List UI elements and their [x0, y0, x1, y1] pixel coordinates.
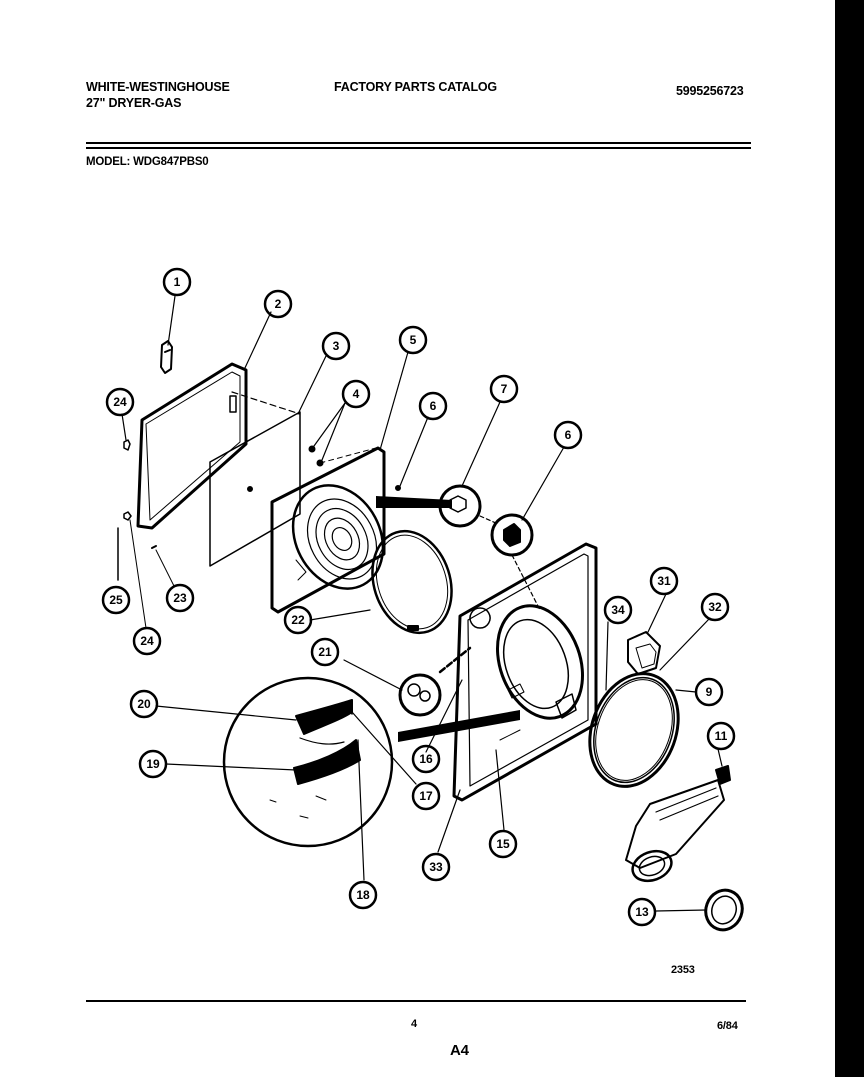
callout-11: 11 — [715, 729, 728, 743]
section-code: A4 — [450, 1042, 469, 1059]
callout-22: 22 — [291, 613, 305, 627]
part-door-gasket — [588, 672, 680, 788]
callout-19: 19 — [146, 757, 160, 771]
callout-34: 34 — [611, 603, 625, 617]
part-hinge-detail — [398, 673, 442, 717]
brand-name: WHITE-WESTINGHOUSE — [86, 80, 230, 94]
footer-rule — [86, 1000, 746, 1002]
callout-20: 20 — [137, 697, 151, 711]
part-clip-upper — [123, 439, 131, 451]
part-lint-duct — [625, 765, 731, 883]
callout-4: 4 — [353, 387, 360, 401]
model-label: MODEL: WDG847PBS0 — [86, 156, 209, 168]
callout-16: 16 — [419, 752, 433, 766]
callout-33: 33 — [429, 860, 443, 874]
part-rear-bulkhead — [270, 446, 386, 614]
header-rule-bottom — [86, 147, 751, 149]
callout-6a: 6 — [430, 399, 437, 413]
part-switch-detail — [490, 513, 534, 557]
callout-7: 7 — [501, 382, 508, 396]
catalog-title: FACTORY PARTS CATALOG — [334, 80, 497, 94]
callout-24a: 24 — [113, 395, 127, 409]
revision-date: 6/84 — [717, 1020, 738, 1032]
callout-17: 17 — [419, 789, 433, 803]
part-top-panel — [136, 362, 248, 530]
detail-magnified-circle — [222, 676, 394, 848]
part-screw-a — [308, 445, 316, 453]
part-clip-lower — [123, 511, 132, 521]
callout-1: 1 — [174, 275, 181, 289]
callout-21: 21 — [318, 645, 332, 659]
scan-edge-bar — [835, 0, 864, 1077]
catalog-number: 5995256723 — [676, 84, 744, 98]
callout-32: 32 — [708, 600, 722, 614]
callout-18: 18 — [356, 888, 370, 902]
callout-3: 3 — [333, 339, 340, 353]
part-insulation-sheet — [209, 411, 301, 567]
callout-2: 2 — [275, 297, 282, 311]
callout-15: 15 — [496, 837, 510, 851]
part-lint-guide — [627, 631, 661, 675]
drawing-number: 2353 — [671, 964, 695, 976]
callout-25: 25 — [109, 593, 123, 607]
part-cap — [704, 888, 744, 932]
part-drum-seal — [371, 529, 453, 635]
callout-5: 5 — [410, 333, 417, 347]
callout-24b: 24 — [140, 634, 154, 648]
part-clip — [160, 340, 173, 374]
callout-6b: 6 — [565, 428, 572, 442]
callout-31: 31 — [657, 574, 671, 588]
part-roller-detail — [438, 484, 482, 528]
callout-9: 9 — [706, 685, 713, 699]
product-name: 27" DRYER-GAS — [86, 96, 182, 110]
callout-13: 13 — [635, 905, 649, 919]
header-rule-top — [86, 142, 751, 144]
page-number: 4 — [411, 1018, 417, 1030]
callout-23: 23 — [173, 591, 187, 605]
